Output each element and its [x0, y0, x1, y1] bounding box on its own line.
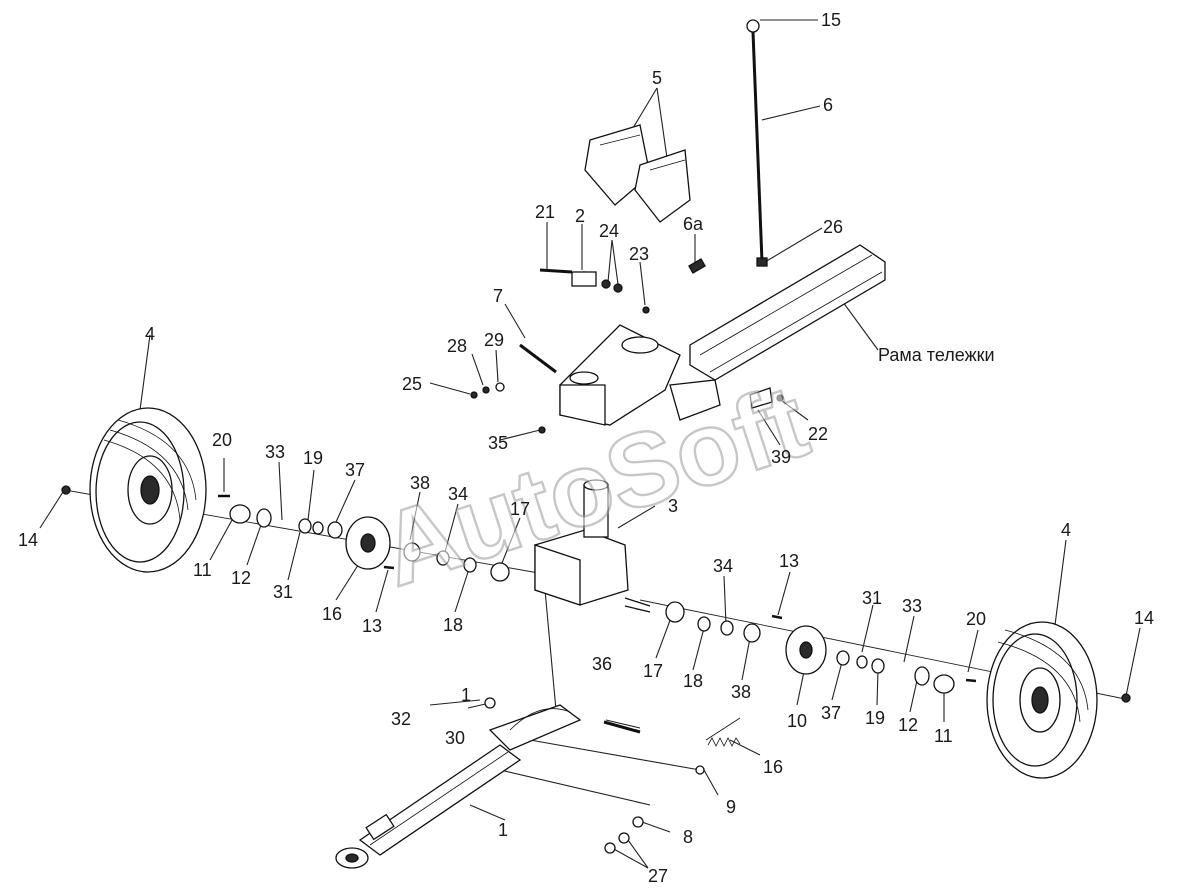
callout-17-left: 17 — [510, 499, 530, 519]
callout-12-right: 12 — [898, 715, 918, 735]
callout-20-left: 20 — [212, 430, 232, 450]
center-bracket — [559, 271, 681, 426]
callout-22: 22 — [808, 424, 828, 444]
callout-3: 3 — [668, 496, 678, 516]
callout-37-right: 37 — [821, 703, 841, 723]
callout-31-left: 31 — [273, 582, 293, 602]
callout-15: 15 — [821, 10, 841, 30]
callout-14-right: 14 — [1134, 608, 1154, 628]
callout-18-left: 18 — [443, 615, 463, 635]
callout-16-left: 16 — [322, 604, 342, 624]
frame-caption: Рама тележки — [878, 345, 995, 365]
callout-36: 36 — [592, 654, 612, 674]
callout-2: 2 — [575, 206, 585, 226]
callout-39: 39 — [771, 447, 791, 467]
trolley-frame — [669, 244, 886, 421]
callout-17-right: 17 — [643, 661, 663, 681]
callout-13-left: 13 — [362, 616, 382, 636]
callout-12-left: 12 — [231, 568, 251, 588]
callout-6a: 6а — [683, 214, 704, 234]
callout-26: 26 — [823, 217, 843, 237]
callout-20-right: 20 — [966, 609, 986, 629]
callout-1: 1 — [498, 820, 508, 840]
callout-23: 23 — [629, 244, 649, 264]
callout-10: 10 — [787, 711, 807, 731]
lift-rod — [746, 19, 768, 267]
drawbar-hardware — [484, 697, 741, 854]
callout-16-right: 16 — [763, 757, 783, 777]
callout-11-left: 11 — [193, 560, 212, 580]
callout-18-right: 18 — [683, 671, 703, 691]
right-hub-parts — [665, 601, 1131, 703]
callout-33-right: 33 — [902, 596, 922, 616]
callout-32: 32 — [391, 709, 411, 729]
callout-5: 5 — [652, 68, 662, 88]
callout-33-left: 33 — [265, 442, 285, 462]
small-hardware — [470, 258, 784, 434]
right-wheel — [986, 621, 1098, 779]
callout-37-left: 37 — [345, 460, 365, 480]
callout-34-right: 34 — [713, 556, 733, 576]
callout-35: 35 — [488, 433, 508, 453]
wheel-chocks — [584, 124, 691, 223]
callout-11-right: 11 — [934, 726, 953, 746]
callouts: 15 6 5 21 2 24 6а 26 23 7 28 29 25 4 35 … — [18, 10, 1154, 886]
callout-6: 6 — [823, 95, 833, 115]
callout-30: 30 — [445, 728, 465, 748]
callout-25: 25 — [402, 374, 422, 394]
callout-27: 27 — [648, 866, 668, 886]
left-hub-parts — [61, 485, 510, 582]
callout-8: 8 — [683, 827, 693, 847]
left-wheel — [89, 407, 207, 573]
callout-31-right: 31 — [862, 588, 882, 608]
callout-14-left: 14 — [18, 530, 38, 550]
leader-lines — [39, 19, 1141, 869]
axle-beam — [534, 479, 651, 613]
callout-34-left: 34 — [448, 484, 468, 504]
callout-21: 21 — [535, 202, 555, 222]
callout-19-left: 19 — [303, 448, 323, 468]
callout-29: 29 — [484, 330, 504, 350]
callout-4-left: 4 — [145, 324, 155, 344]
callout-9: 9 — [726, 797, 736, 817]
callout-19-right: 19 — [865, 708, 885, 728]
callout-7: 7 — [493, 286, 503, 306]
drawbar — [335, 704, 582, 869]
callout-28: 28 — [447, 336, 467, 356]
callout-38-right: 38 — [731, 682, 751, 702]
callout-1-small: 1 — [461, 685, 471, 705]
callout-4-right: 4 — [1061, 520, 1071, 540]
callout-24: 24 — [599, 221, 619, 241]
callout-13-right: 13 — [779, 551, 799, 571]
callout-38-left: 38 — [410, 473, 430, 493]
